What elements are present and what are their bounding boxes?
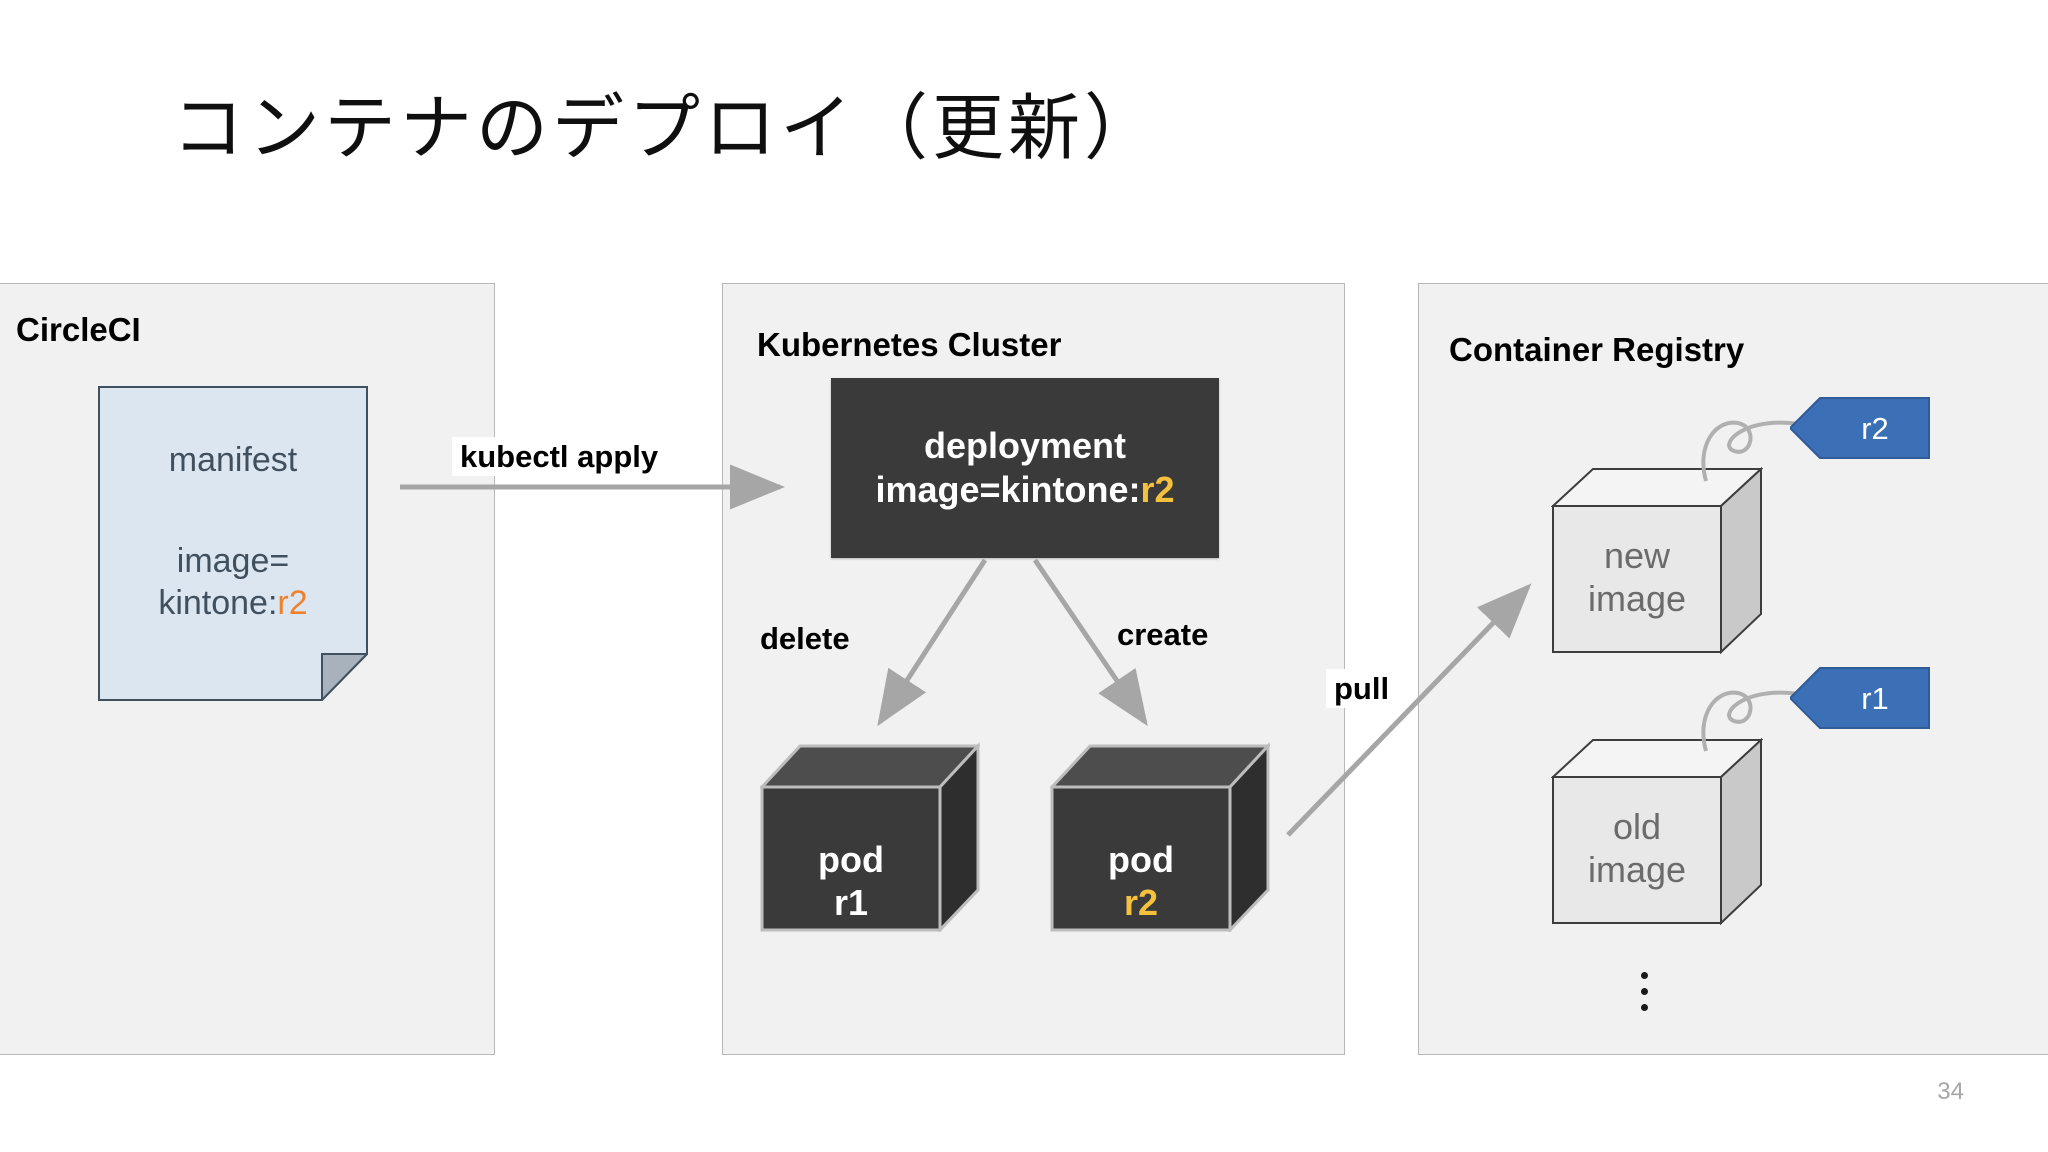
manifest-shape (98, 386, 368, 701)
new-image-line1: new (1603, 535, 1671, 576)
manifest-image-key: image= (176, 542, 290, 580)
edge-label-kubectl-apply: kubectl apply (452, 437, 667, 476)
manifest-document: manifest image= kintone:r2 (98, 386, 368, 701)
old-image-line2: image (1587, 849, 1687, 891)
deployment-image-tag: r2 (1140, 469, 1175, 510)
panel-kubernetes-title: Kubernetes Cluster (757, 326, 1062, 363)
registry-tag-r2: r2 (1790, 397, 1930, 459)
pod-r1-revision: r1 (833, 882, 869, 924)
page-number: 34 (1937, 1078, 1964, 1105)
pod-cube-r2: pod r2 (1050, 742, 1270, 932)
deployment-image-line: image=kintone:r2 (875, 468, 1174, 512)
pod-cube-r2-shape (1050, 742, 1270, 932)
pod-r1-name: pod (818, 839, 884, 880)
image-cube-old: old image (1551, 737, 1763, 927)
new-image-line2: image (1587, 578, 1687, 620)
deployment-label: deployment (923, 425, 1127, 467)
pod-cube-r2-label: pod r2 (1050, 838, 1232, 924)
image-cube-new: new image (1551, 466, 1763, 656)
image-cube-new-label: new image (1551, 534, 1723, 620)
manifest-image-line: image= kintone:r2 (98, 541, 368, 625)
registry-tag-r2-label: r2 (1861, 410, 1889, 446)
manifest-repo-tag: r2 (277, 583, 308, 622)
registry-tag-r1: r1 (1790, 667, 1930, 729)
pod-r2-revision: r2 (1123, 882, 1159, 924)
image-cube-old-label: old image (1551, 805, 1723, 891)
panel-circleci-title: CircleCI (16, 311, 141, 348)
manifest-heading: manifest (168, 441, 298, 479)
edge-label-delete: delete (760, 621, 850, 656)
edge-label-pull: pull (1326, 669, 1398, 708)
pod-cube-r1-shape (760, 742, 980, 932)
edge-label-create: create (1117, 617, 1209, 652)
image-cube-old-shape (1551, 737, 1763, 926)
registry-tag-r2-shape (1790, 397, 1930, 459)
page-title: コンテナのデプロイ（更新） (172, 86, 1161, 170)
deployment-image-key: image=kintone: (875, 469, 1141, 510)
panel-registry-title: Container Registry (1449, 331, 1745, 368)
pod-cube-r1-label: pod r1 (760, 838, 942, 924)
tag-rope-r2 (1701, 420, 1851, 482)
deployment-box: deployment image=kintone:r2 (831, 378, 1219, 558)
old-image-line1: old (1612, 806, 1662, 847)
manifest-repo: kintone: (158, 583, 278, 622)
image-cube-new-shape (1551, 466, 1763, 655)
registry-tag-r1-label: r1 (1861, 680, 1889, 716)
registry-tag-r1-shape (1790, 667, 1930, 729)
pod-r2-name: pod (1108, 839, 1174, 880)
tag-rope-r1 (1701, 690, 1851, 752)
pod-cube-r1: pod r1 (760, 742, 980, 932)
more-images-ellipsis-icon (1641, 972, 1648, 1011)
